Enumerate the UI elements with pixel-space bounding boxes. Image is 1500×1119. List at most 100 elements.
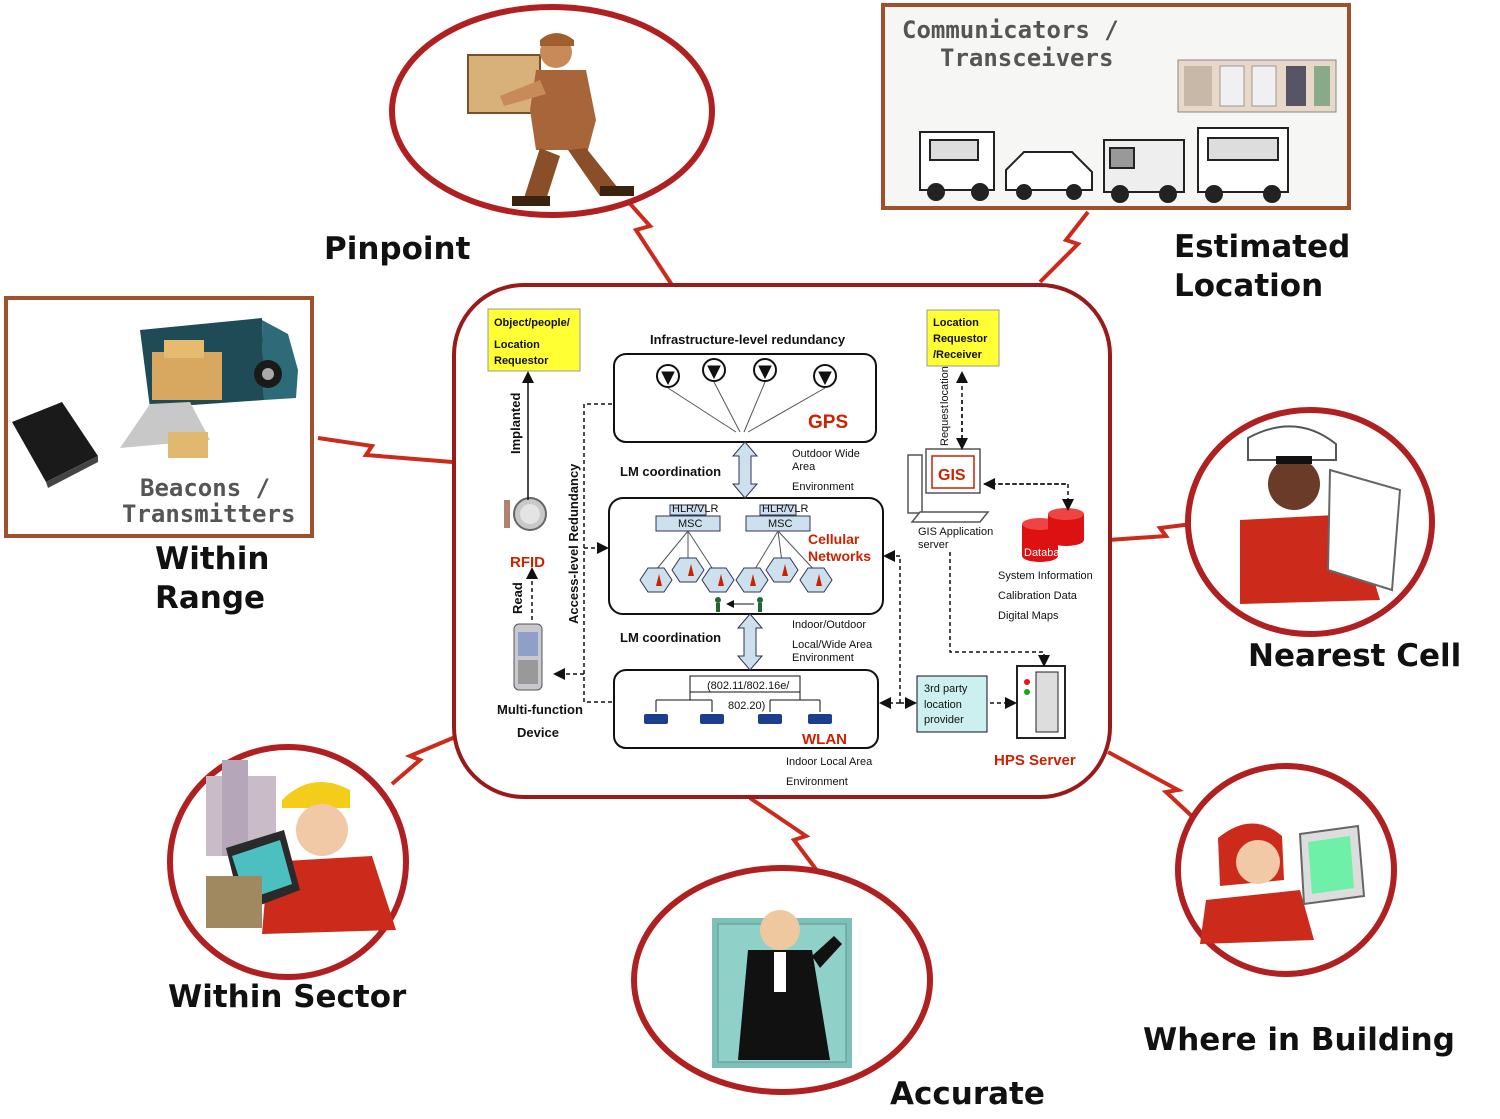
outdoor-line1: Outdoor Wide — [792, 448, 860, 460]
third-party-box — [916, 675, 988, 733]
third-party-line2: location — [924, 699, 962, 711]
central-labels: Object/people/ Location Requestor Locati… — [494, 317, 1093, 788]
cell-tower-icons — [656, 564, 822, 586]
label-within-sector: Within Sector — [168, 979, 407, 1015]
indoor-local-line1: Indoor Local Area — [786, 756, 873, 768]
requestor-left-line1: Object/people/ — [494, 317, 570, 329]
sysinfo-line3: Digital Maps — [998, 610, 1059, 622]
panel-titles: Communicators / Transceivers Beacons / T… — [122, 16, 1119, 528]
worker-with-laptop-icon — [206, 760, 396, 934]
infra-redundancy-label: Infrastructure-level redundancy — [650, 332, 846, 347]
access-redundancy-label: Access-level Redundancy — [566, 463, 581, 624]
access-point-icons — [644, 714, 832, 724]
label-pinpoint: Pinpoint — [324, 231, 471, 267]
worker-with-clipboard-icon — [1240, 425, 1402, 604]
sysinfo-line1: System Information — [998, 570, 1093, 582]
bolt-nearest-cell — [1107, 522, 1193, 542]
bolt-within-range — [317, 436, 453, 464]
hps-server-icon — [1016, 665, 1066, 739]
indoor-outdoor-line1: Indoor/Outdoor — [792, 619, 866, 631]
label-accurate: Accurate — [890, 1076, 1045, 1112]
indoor-outdoor-line2: Local/Wide Area — [792, 639, 873, 651]
hlr-box-1 — [669, 504, 707, 516]
read-label: Read — [510, 582, 525, 614]
worker-carrying-box-icon — [467, 33, 634, 206]
cellular-line2: Networks — [808, 548, 871, 564]
label-within-range-line2: Range — [155, 580, 266, 616]
msc-label-1: MSC — [678, 518, 703, 530]
central-diagram — [487, 308, 1084, 749]
lm-coordination-1: LM coordination — [620, 464, 721, 479]
bolt-accurate — [748, 796, 820, 874]
lm-coordination-2: LM coordination — [620, 630, 721, 645]
communicators-title-line2: Transceivers — [940, 44, 1113, 72]
location-label: location — [939, 366, 951, 404]
woman-at-computer-icon — [1200, 823, 1366, 944]
implanted-label: Implanted — [508, 393, 523, 454]
hlr-label-2: HLR/VLR — [762, 503, 809, 515]
sysinfo-line2: Calibration Data — [998, 590, 1078, 602]
walking-user-icons — [715, 597, 763, 612]
lightning-connectors — [317, 196, 1198, 874]
rfid-label: RFID — [510, 554, 545, 571]
wlan-tree — [655, 675, 821, 712]
gps-label: GPS — [808, 412, 848, 433]
requestor-right-line2: Requestor — [933, 333, 988, 345]
satellite-beams — [667, 381, 826, 433]
request-label: Request — [939, 405, 951, 446]
database-label: Database — [1024, 547, 1071, 559]
connectors — [522, 371, 1074, 709]
communicators-title-line1: Communicators / — [902, 16, 1119, 44]
gis-server-line1: GIS Application — [918, 526, 993, 538]
gis-server-line2: server — [918, 539, 949, 551]
wlan-standards-line2: 802.20) — [728, 700, 765, 712]
rfid-tag-icon — [504, 497, 547, 531]
multi-function-line2: Device — [517, 725, 559, 740]
multi-function-line1: Multi-function — [497, 702, 583, 717]
third-party-line3: provider — [924, 714, 964, 726]
indoor-local-line2: Environment — [786, 776, 848, 788]
cell-links — [655, 530, 819, 575]
wlan-standards-line1: (802.11/802.16e/ — [707, 680, 790, 692]
requestor-right-box — [926, 309, 1000, 367]
msc-label-2: MSC — [768, 518, 793, 530]
outdoor-line2: Area — [792, 461, 816, 473]
bolt-estimated — [1038, 210, 1090, 284]
hps-server-label: HPS Server — [994, 752, 1076, 769]
outdoor-line3: Environment — [792, 481, 854, 493]
label-estimated-line1: Estimated — [1174, 229, 1351, 265]
wlan-label: WLAN — [802, 731, 847, 748]
wlan-box — [613, 669, 879, 749]
beacons-title-line2: Transmitters — [122, 500, 295, 528]
label-nearest-cell: Nearest Cell — [1248, 638, 1462, 674]
lm-arrow-2 — [736, 613, 764, 671]
requestor-right-line1: Location — [933, 317, 979, 329]
gis-label: GIS — [938, 467, 966, 484]
requestor-left-line2: Location — [494, 339, 540, 351]
requestor-left-box — [487, 308, 581, 372]
label-where-in-building: Where in Building — [1143, 1022, 1455, 1058]
bolt-pinpoint — [623, 196, 674, 287]
cellular-line1: Cellular — [808, 531, 860, 547]
requestor-left-line3: Requestor — [494, 355, 549, 367]
gis-computer-icon — [907, 448, 990, 523]
delivery-truck-icon — [120, 318, 298, 458]
beacons-title-line1: Beacons / — [140, 474, 270, 502]
hlr-label-1: HLR/VLR — [672, 503, 719, 515]
hlr-box-2 — [759, 504, 797, 516]
lm-arrow-1 — [731, 441, 759, 499]
bolt-building — [1107, 750, 1198, 822]
vehicles-icon — [919, 127, 1289, 203]
presenter-at-board-icon — [712, 910, 852, 1068]
label-within-range-line1: Within — [155, 541, 270, 577]
bolt-within-sector — [390, 733, 461, 786]
transceiver-panel-icon — [1177, 59, 1337, 113]
third-party-line1: 3rd party — [924, 683, 968, 695]
database-icon — [1022, 508, 1084, 562]
satellite-icons — [656, 358, 837, 388]
multi-function-device-icon — [513, 623, 543, 691]
beacon-device-icon — [12, 402, 98, 488]
requestor-right-line3: /Receiver — [933, 349, 983, 361]
